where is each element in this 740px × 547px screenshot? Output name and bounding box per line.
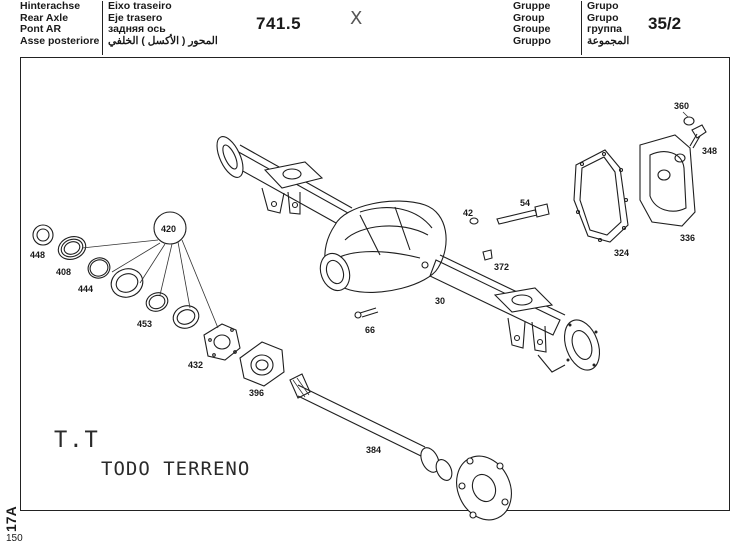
- title-ar: المحور ( الأكسل ) الخلفي: [108, 34, 218, 47]
- part-label-444: 444: [78, 284, 93, 294]
- note-todo-terreno: TODO TERRENO: [101, 458, 251, 480]
- group-de: Gruppe: [513, 0, 551, 12]
- washer-drawing: [469, 217, 479, 225]
- group-languages-left: Gruppe Group Groupe Gruppo: [513, 0, 575, 47]
- bearing-kit-drawing: [32, 211, 285, 387]
- cover-gasket-drawing: [573, 149, 629, 243]
- side-label: 17A: [0, 492, 19, 532]
- handwritten-mark: X: [350, 8, 363, 29]
- part-label-324: 324: [614, 248, 629, 258]
- part-label-408: 408: [56, 267, 71, 277]
- title-ru: задняя ось: [108, 23, 166, 35]
- diagram-frame: [20, 57, 730, 511]
- group-number: 35/2: [648, 14, 682, 33]
- side-label-text: 17A: [3, 506, 19, 532]
- part-label-30: 30: [435, 296, 445, 306]
- header-divider: [102, 1, 103, 55]
- title-es: Eje trasero: [108, 11, 163, 24]
- breather-drawing: [354, 307, 379, 319]
- part-label-66: 66: [365, 325, 375, 335]
- part-label-360: 360: [674, 101, 689, 111]
- part-label-372: 372: [494, 262, 509, 272]
- part-label-384: 384: [366, 445, 381, 455]
- title-en: Rear Axle: [20, 11, 69, 24]
- part-label-420: 420: [161, 224, 176, 234]
- title-it: Asse posteriore: [20, 34, 100, 47]
- part-label-42: 42: [463, 208, 473, 218]
- model-number: 741.5: [256, 14, 302, 33]
- note-tt: T.T: [54, 428, 100, 453]
- title-fr: Pont AR: [20, 23, 62, 35]
- group-languages-right: Grupo Grupo группа المجموعة: [587, 0, 657, 47]
- filler-plug-drawing: [683, 116, 707, 149]
- group-divider: [581, 1, 582, 55]
- title-de: Hinterachse: [20, 0, 81, 12]
- part-label-432: 432: [188, 360, 203, 370]
- group-it: Gruppo: [513, 34, 551, 47]
- axle-shaft-drawing: [289, 373, 512, 521]
- page-number: 150: [6, 533, 23, 544]
- part-label-396: 396: [249, 388, 264, 398]
- part-label-348: 348: [702, 146, 717, 156]
- axle-housing-drawing: [216, 136, 601, 373]
- title-pt: Eixo traseiro: [108, 0, 172, 12]
- group-ru: группа: [587, 23, 623, 35]
- leader-360: [682, 111, 689, 118]
- part-label-448: 448: [30, 250, 45, 260]
- differential-cover-drawing: [639, 134, 696, 227]
- group-es: Grupo: [587, 11, 619, 24]
- group-ar: المجموعة: [587, 34, 630, 47]
- title-languages-mid: Eixo traseiro Eje trasero задняя ось الم…: [108, 0, 268, 47]
- group-pt: Grupo: [587, 0, 619, 12]
- part-label-54: 54: [520, 198, 530, 208]
- group-fr: Groupe: [513, 23, 551, 35]
- part-label-336: 336: [680, 233, 695, 243]
- title-languages-left: Hinterachse Rear Axle Pont AR Asse poste…: [20, 0, 100, 47]
- bolt-drawing: [496, 203, 550, 225]
- group-en: Group: [513, 11, 545, 24]
- drain-plug-drawing: [482, 249, 493, 261]
- part-label-453: 453: [137, 319, 152, 329]
